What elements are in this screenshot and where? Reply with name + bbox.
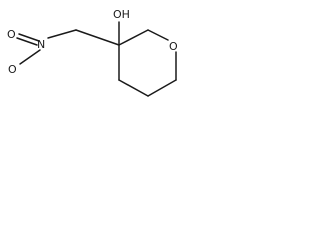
bond-c2-o1 bbox=[147, 29, 169, 41]
nitro-oxygen-top-label: O bbox=[7, 28, 16, 41]
bond-n-o-double-b bbox=[16, 37, 38, 46]
nitrogen-label: N bbox=[37, 38, 45, 51]
bond-c3-c2 bbox=[118, 29, 149, 46]
bond-c6-c5 bbox=[147, 79, 177, 97]
bond-n-o-single bbox=[19, 49, 41, 65]
hydroxyl-label: OH bbox=[113, 8, 130, 21]
ring-oxygen-label: O bbox=[169, 40, 178, 53]
bond-n-o-double-a bbox=[18, 33, 40, 42]
bond-ch2-n bbox=[47, 29, 77, 39]
bond-c5-c4 bbox=[118, 79, 149, 97]
nitro-oxygen-bottom-label: O bbox=[8, 63, 17, 76]
bond-c3-ch2 bbox=[75, 29, 120, 46]
chemical-structure-diagram: OH O N O O bbox=[7, 8, 178, 97]
